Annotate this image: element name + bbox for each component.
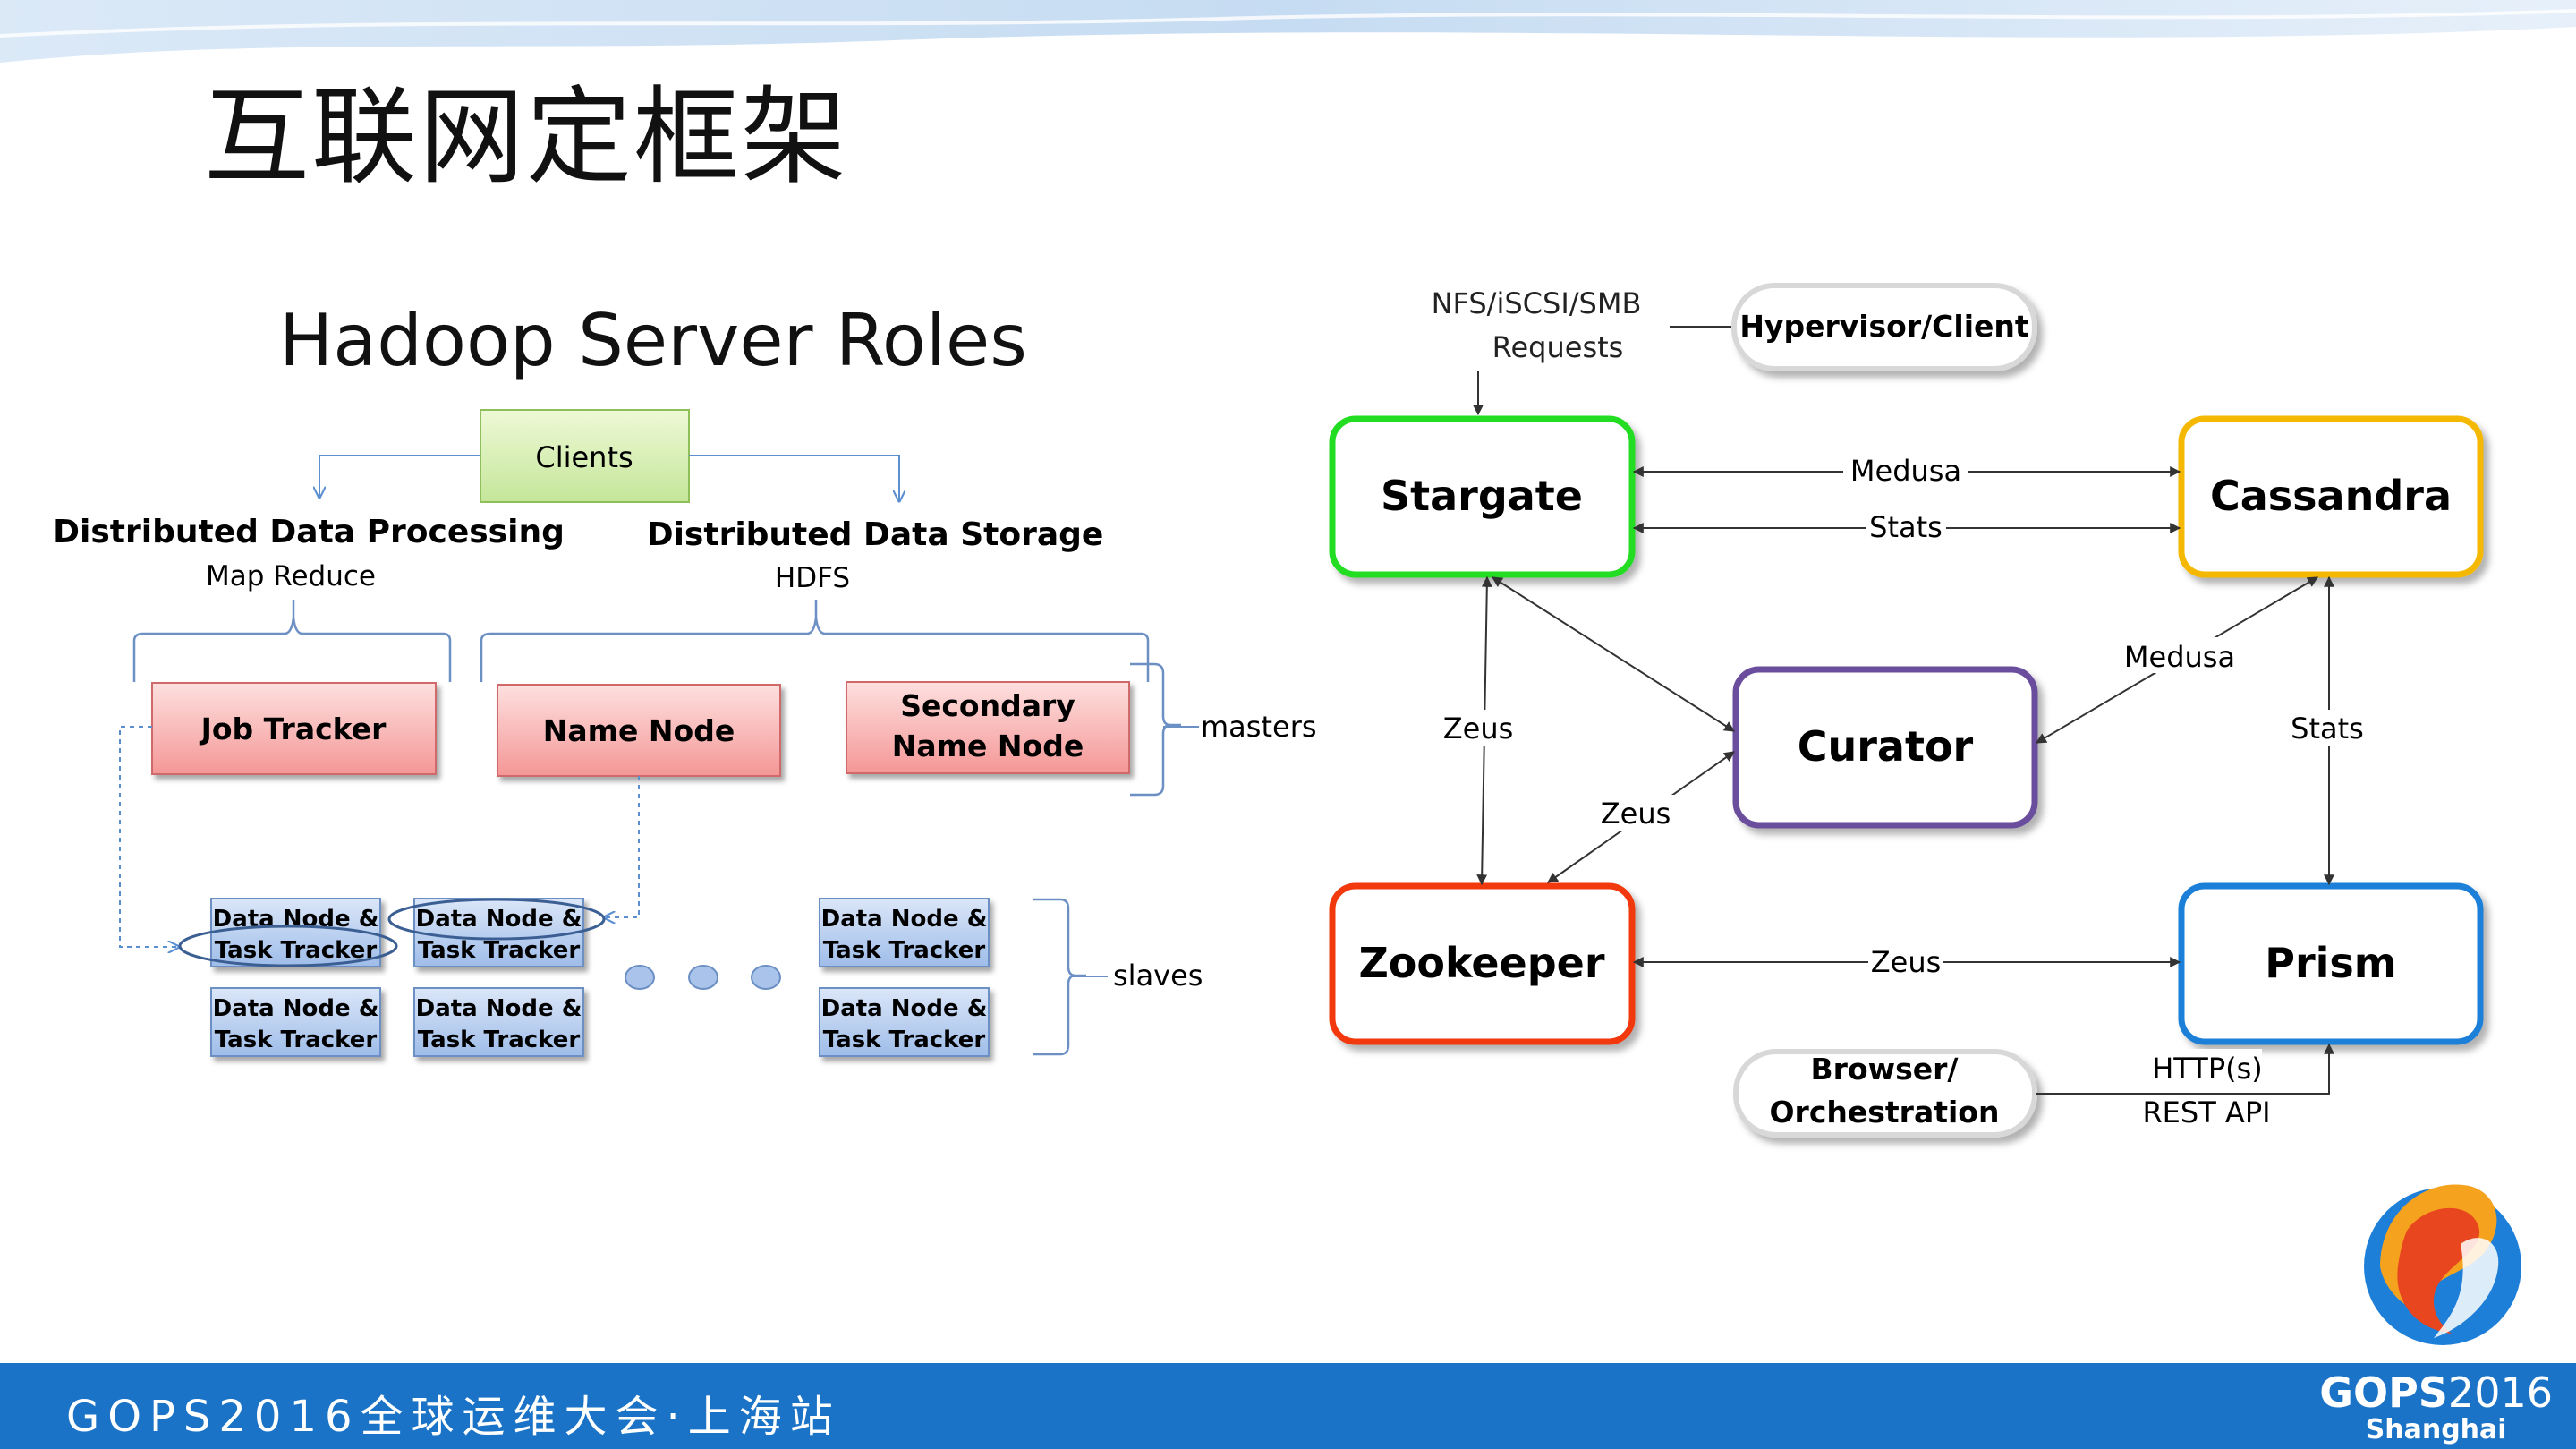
processing-title: Distributed Data Processing	[53, 514, 565, 550]
stargate-box	[1329, 415, 1636, 578]
secondary-label-2: Name Node	[892, 729, 1084, 763]
brand-city: Shanghai	[2365, 1414, 2507, 1445]
slave-label-line1: Data Node &	[821, 906, 988, 933]
job-tracker-label: Job Tracker	[200, 712, 387, 746]
ellipsis-dots	[625, 965, 781, 990]
edge-stats-top: Stats	[1869, 510, 1943, 544]
storage-subtitle: HDFS	[775, 562, 850, 594]
slave-label-line1: Data Node &	[213, 995, 379, 1022]
slave-node-box: Data Node & Task Tracker	[413, 898, 584, 967]
requests-line1: NFS/iSCSI/SMB	[1432, 286, 1642, 320]
cassandra-box	[2178, 415, 2484, 578]
slave-node-box: Data Node & Task Tracker	[819, 898, 990, 967]
http-line1: HTTP(s)	[2152, 1052, 2263, 1086]
gops-logo	[2364, 1184, 2521, 1345]
storage-title: Distributed Data Storage	[647, 516, 1104, 553]
slave-label-line2: Task Tracker	[215, 937, 378, 964]
name-node-box	[497, 684, 781, 777]
slaves-label: slaves	[1113, 959, 1203, 993]
edge-stats-right: Stats	[2291, 712, 2364, 746]
edge-zeus-bottom: Zeus	[1871, 945, 1942, 979]
slave-label-line2: Task Tracker	[823, 1027, 986, 1053]
highlight-ellipses	[178, 898, 606, 967]
header-wave	[0, 0, 2576, 63]
slave-label-line1: Data Node &	[416, 995, 582, 1022]
dashed-connectors	[119, 726, 640, 947]
zookeeper-box	[1329, 882, 1636, 1045]
prism-label: Prism	[2265, 939, 2396, 987]
clients-connectors	[319, 455, 899, 501]
job-tracker-box	[151, 682, 437, 775]
browser-line1: Browser/	[1811, 1052, 1960, 1087]
slave-label-line1: Data Node &	[416, 906, 582, 933]
slave-label-line2: Task Tracker	[823, 937, 986, 964]
slave-label-line2: Task Tracker	[215, 1027, 378, 1053]
curator-label: Curator	[1798, 722, 1974, 771]
edge-medusa-top: Medusa	[1850, 454, 1961, 488]
hypervisor-label: Hypervisor/Client	[1739, 309, 2029, 344]
processing-subtitle: Map Reduce	[206, 560, 376, 592]
edge-zeus-left: Zeus	[1443, 712, 1514, 746]
browser-line2: Orchestration	[1770, 1095, 2000, 1129]
prism-box	[2178, 882, 2484, 1045]
cassandra-label: Cassandra	[2210, 472, 2452, 520]
footer-event-text: GOPS2016全球运维大会·上海站	[66, 1392, 841, 1442]
slave-node-box: Data Node & Task Tracker	[413, 987, 584, 1057]
footer-brand: GOPS2016 Shanghai	[2319, 1370, 2553, 1445]
brand-name: GOPS	[2319, 1368, 2448, 1417]
secondary-name-node-box	[846, 681, 1130, 774]
requests-line2: Requests	[1492, 330, 1624, 364]
hadoop-title: Hadoop Server Roles	[279, 299, 1027, 382]
name-node-label: Name Node	[543, 713, 735, 748]
zookeeper-label: Zookeeper	[1358, 939, 1604, 987]
edge-labels: Medusa Stats Zeus Zeus Zeus Medusa Stats…	[1441, 452, 2367, 1129]
stargate-label: Stargate	[1381, 472, 1583, 520]
slave-node-box: Data Node & Task Tracker	[819, 987, 990, 1057]
slide-title: 互联网定框架	[204, 75, 849, 199]
slave-label-line2: Task Tracker	[418, 937, 581, 964]
curator-box	[1732, 666, 2038, 829]
slave-label-line1: Data Node &	[821, 995, 988, 1022]
hypervisor-client-box	[1731, 283, 2037, 371]
masters-label: masters	[1201, 710, 1317, 744]
browser-orchestration-box	[1733, 1049, 2037, 1138]
edge-zeus-middle: Zeus	[1601, 797, 1671, 831]
clients-label: Clients	[535, 440, 633, 474]
secondary-label-1: Secondary	[900, 688, 1075, 723]
footer-bar: GOPS2016全球运维大会·上海站 GOPS2016 Shanghai	[0, 1363, 2576, 1449]
slave-label-line2: Task Tracker	[418, 1027, 581, 1053]
brand-year: 2016	[2447, 1368, 2553, 1417]
slave-node-box: Data Node & Task Tracker	[210, 987, 381, 1057]
edge-medusa-right: Medusa	[2124, 640, 2235, 674]
http-line2: REST API	[2142, 1095, 2270, 1129]
